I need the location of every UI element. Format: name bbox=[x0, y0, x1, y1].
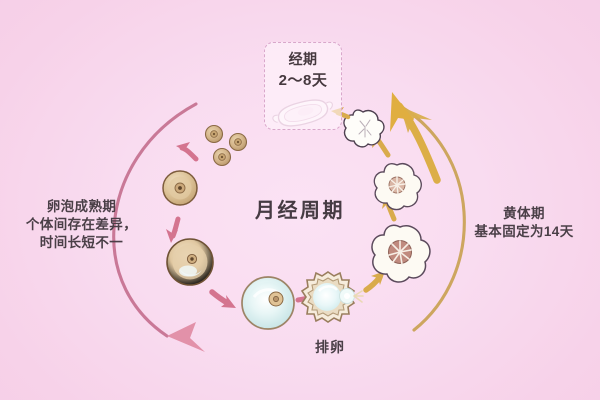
ruptured-follicle-releasing-ovum bbox=[300, 271, 364, 323]
secondary-follicle bbox=[166, 238, 214, 286]
stage-arrow-5 bbox=[363, 271, 385, 293]
primary-follicle bbox=[162, 170, 198, 206]
primordial-follicle-cluster bbox=[204, 124, 248, 167]
period-box bbox=[264, 42, 342, 130]
ovulation-label: 排卵 bbox=[315, 339, 345, 355]
period-label: 经期 bbox=[288, 51, 318, 67]
page-title: 月经周期 bbox=[255, 200, 345, 222]
period-label-group: 经期 2～8天 bbox=[258, 50, 348, 91]
follicular-phase-arc bbox=[112, 102, 205, 352]
released-ovum bbox=[339, 288, 364, 304]
luteal-phase-line1: 黄体期 bbox=[503, 206, 545, 221]
follicular-phase-line3: 时间长短不一 bbox=[39, 234, 124, 250]
stage-arrow-2 bbox=[166, 216, 181, 243]
luteal-phase-label: 黄体期 基本固定为14天 bbox=[450, 205, 598, 241]
mature-corpus-luteum bbox=[371, 224, 431, 283]
stage-arrow-1 bbox=[176, 142, 199, 162]
follicular-phase-line2: 个体间存在差异， bbox=[25, 216, 138, 232]
early-corpus-luteum bbox=[373, 163, 422, 211]
follicular-phase-label: 卵泡成熟期 个体间存在差异， 时间长短不一 bbox=[0, 198, 169, 251]
corpus-albicans bbox=[343, 109, 385, 148]
mature-graafian-follicle bbox=[241, 276, 295, 330]
stage-arrow-3 bbox=[209, 289, 236, 308]
luteal-phase-line2: 基本固定为14天 bbox=[474, 223, 574, 239]
period-duration: 2～8天 bbox=[278, 71, 328, 89]
cycle-restart-arrow bbox=[390, 92, 441, 184]
follicular-phase-line1: 卵泡成熟期 bbox=[46, 199, 117, 214]
